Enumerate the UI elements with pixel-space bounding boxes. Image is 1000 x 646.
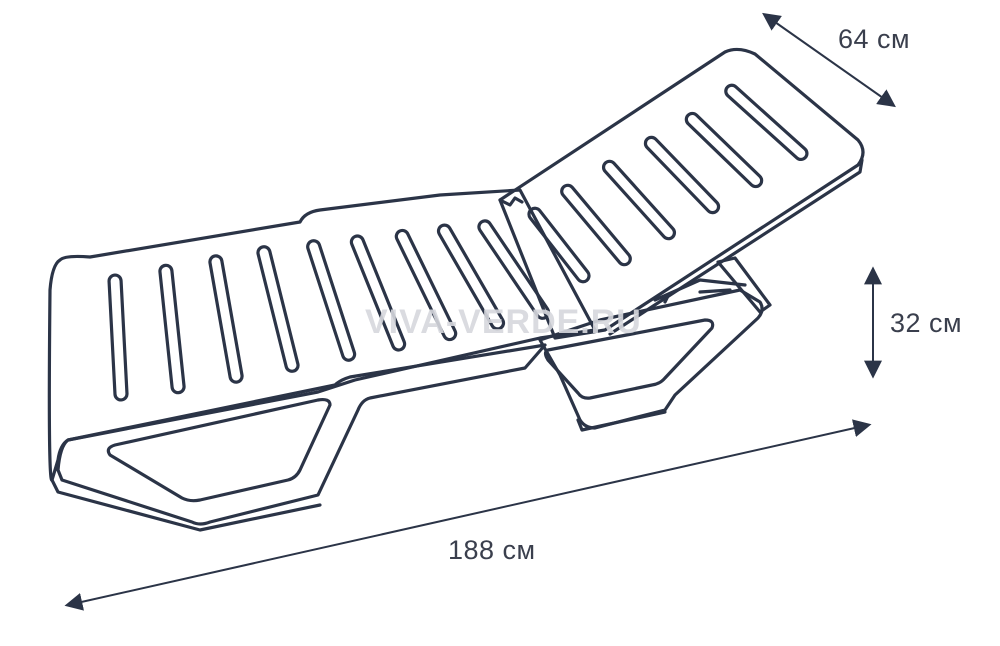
rear-base-recess — [543, 318, 715, 400]
front-base — [56, 343, 547, 526]
front-base-recess — [106, 397, 332, 503]
backrest-edge — [608, 158, 864, 336]
length-label: 188 см — [448, 535, 536, 565]
width-dimension-arrow — [762, 12, 896, 108]
hinge-notch — [498, 196, 524, 207]
backrest-support-rails — [653, 278, 747, 304]
seat-slots — [107, 219, 551, 402]
length-dimension-arrow — [64, 419, 872, 611]
watermark: VIVA-VERDE.RU — [365, 303, 642, 341]
width-label: 64 см — [838, 24, 911, 54]
rear-base-bottom — [576, 410, 667, 432]
backrest-support — [716, 256, 772, 314]
height-label: 32 см — [890, 308, 963, 338]
backrest-plate — [498, 47, 865, 340]
backrest-slots — [527, 83, 809, 284]
